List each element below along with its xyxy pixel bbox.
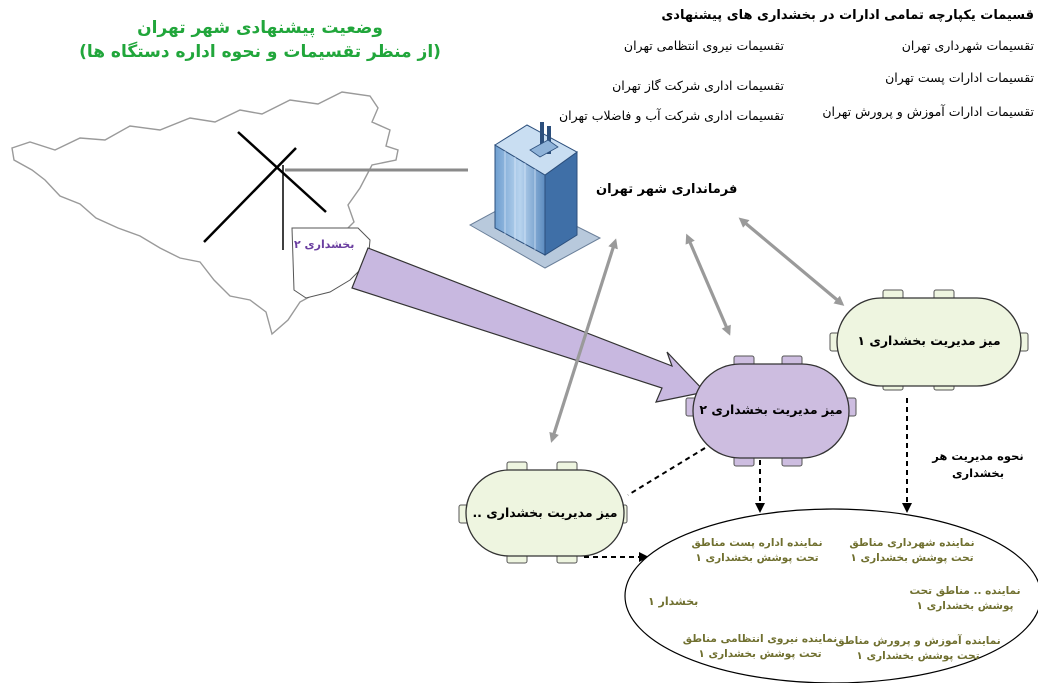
rep-police-line-2: تحت پوشش بخشداری ۱ [698,648,822,660]
rep-education-line-1: نماینده آموزش و پرورش مناطق [835,635,1001,647]
district-1-ellipse [624,508,1038,683]
division-education: تقسیمات ادارات آموزش و پرورش تهران [822,104,1034,119]
dashed-arrows [584,398,912,562]
division-police: تقسیمات نیروی انتظامی تهران [623,38,784,53]
connection-arrows [549,217,845,443]
tehran-map [11,91,468,336]
table-2-label: میز مدیریت بخشداری ۲ [699,402,843,417]
management-note-line-2: بخشداری [951,466,1005,480]
rep-police-line-1: نماینده نیروی انتظامی مناطق [682,633,838,645]
divisions-header: قسیمات یکپارچه تمامی ادارات در بخشداری ه… [661,8,1034,23]
title-line-2: (از منظر تقسیمات و نحوه اداره دستگاه ها) [79,42,441,62]
rep-education: نماینده آموزش و پرورش مناطق تحت پوشش بخش… [828,634,1008,664]
division-municipality: تقسیمات شهرداری تهران [901,38,1034,53]
rep-municipality-line-2: تحت پوشش بخشداری ۱ [850,552,974,564]
rep-post-line-1: نماینده اداره پست مناطق [691,537,823,549]
table-other-label: میز مدیریت بخشداری .. [472,505,618,520]
table-2 [685,355,857,467]
division-post: تقسیمات ادارات پست تهران [885,70,1034,85]
rep-other: نماینده .. مناطق تحت پوشش بخشداری ۱ [900,584,1030,614]
rep-other-line-1: نماینده .. مناطق تحت [909,585,1021,597]
rep-other-line-2: پوشش بخشداری ۱ [916,600,1014,612]
district-1-center-label: بخشدار ۱ [648,595,699,608]
table-other [458,461,628,564]
building-icon [468,122,602,269]
governorate-label: فرمانداری شهر تهران [596,182,738,197]
rep-municipality: نماینده شهرداری مناطق تحت پوشش بخشداری ۱ [832,536,992,566]
rep-municipality-line-1: نماینده شهرداری مناطق [849,537,975,549]
table-1-label: میز مدیریت بخشداری ۱ [857,333,1001,348]
district-2-map-label: بخشداری ۲ [294,238,355,251]
rep-education-line-2: تحت پوشش بخشداری ۱ [856,650,980,662]
table-1 [829,289,1029,391]
division-water: تقسیمات اداری شرکت آب و فاضلاب تهران [559,108,784,123]
rep-post: نماینده اداره پست مناطق تحت پوشش بخشداری… [672,536,842,566]
management-note: نحوه مدیریت هر بخشداری [918,448,1038,482]
division-gas: تقسیمات اداری شرکت گاز تهران [612,78,784,93]
big-purple-arrow [351,247,707,403]
title-line-1: وضعیت پیشنهادی شهر تهران [137,18,383,38]
management-note-line-1: نحوه مدیریت هر [932,449,1024,463]
rep-police: نماینده نیروی انتظامی مناطق تحت پوشش بخش… [670,632,850,662]
page-title: وضعیت پیشنهادی شهر تهران (از منظر تقسیما… [60,16,460,64]
rep-post-line-2: تحت پوشش بخشداری ۱ [695,552,819,564]
